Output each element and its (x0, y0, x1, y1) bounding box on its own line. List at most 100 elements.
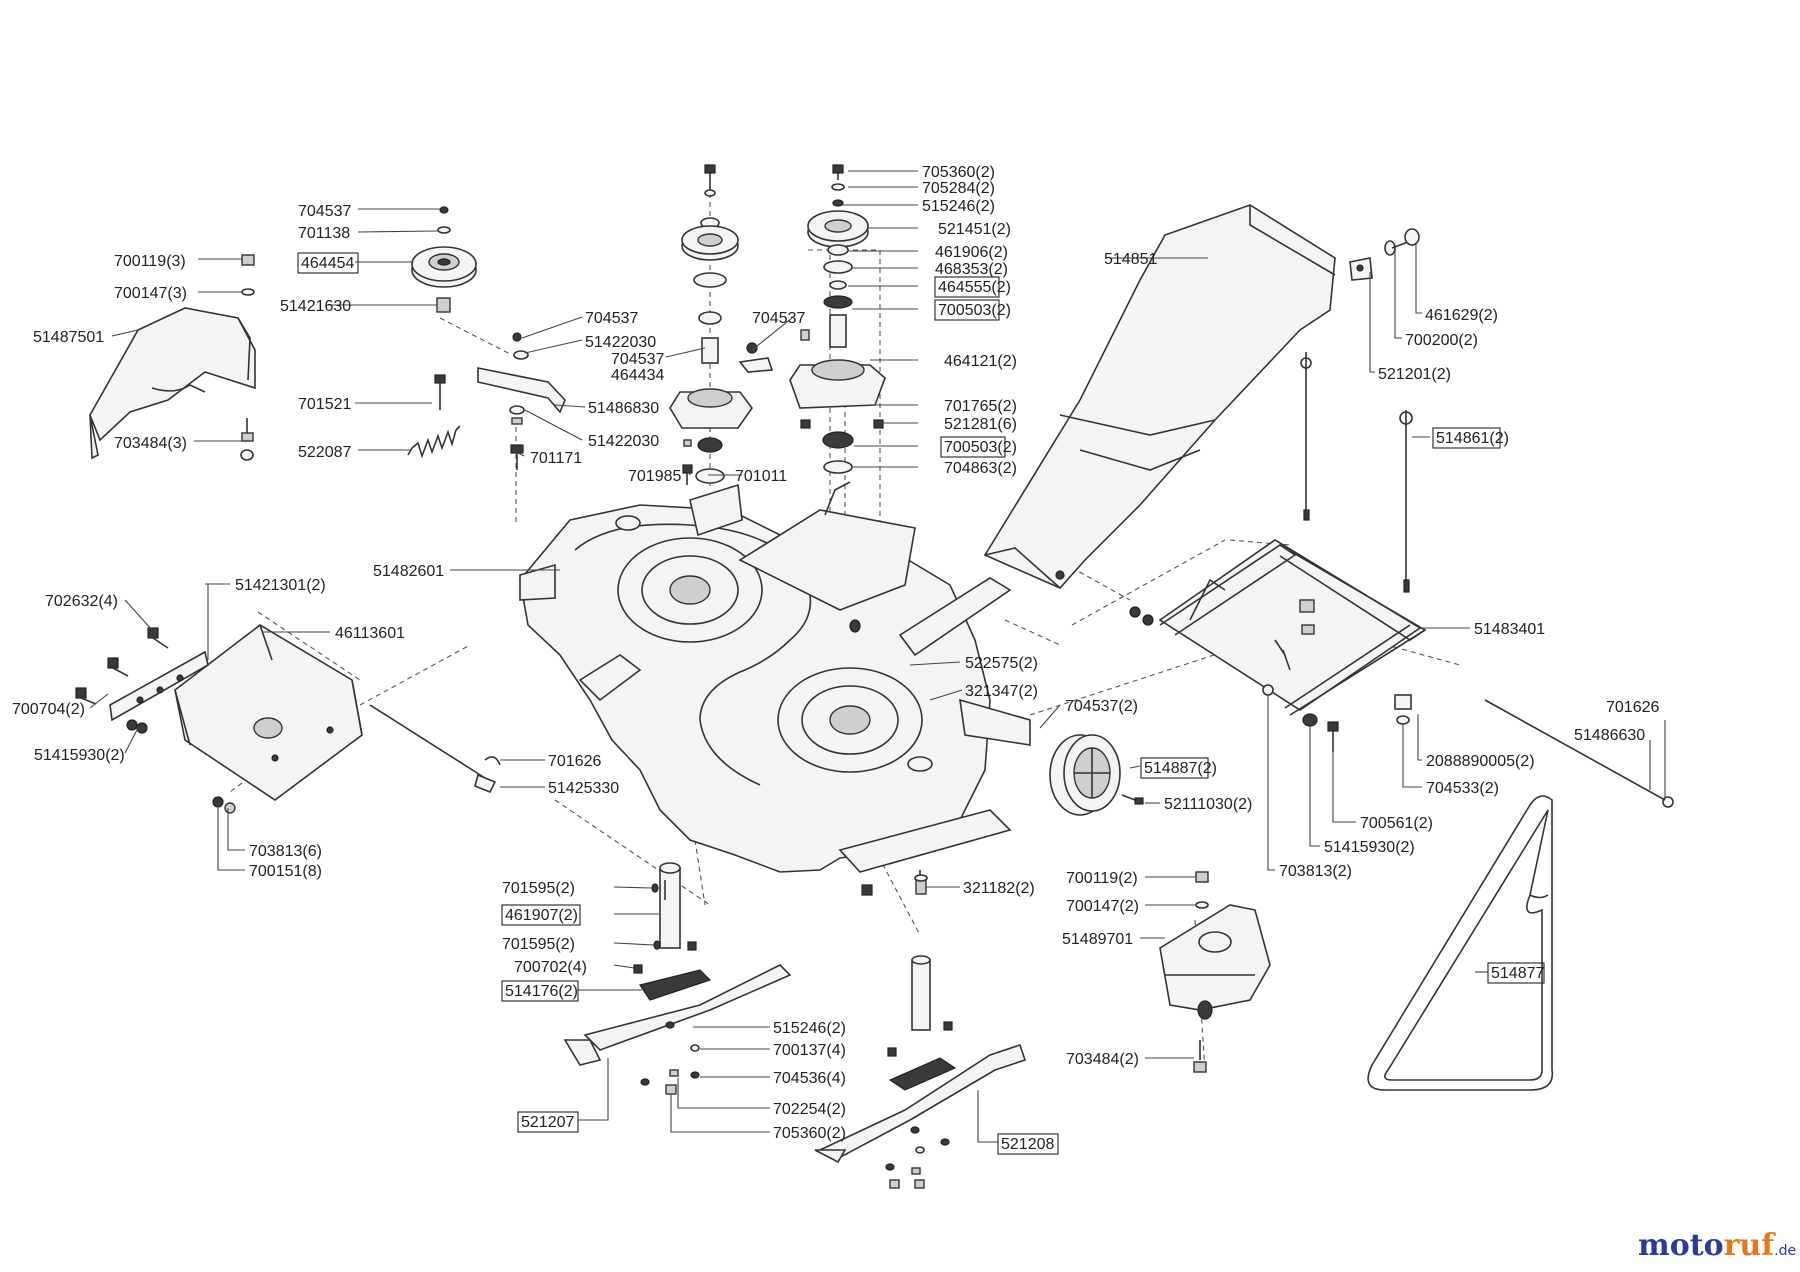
bracket-701011 (738, 342, 774, 373)
spindle-assembly-left (669, 164, 753, 485)
label-51482601: 51482601 (373, 563, 444, 580)
label-box-514887 (1140, 757, 1209, 779)
front-bracket-plate (75, 627, 209, 734)
label-321182-2: 321182(2) (963, 880, 1035, 897)
label-box-464454 (297, 252, 359, 274)
label-461907-2: 461907(2) (505, 907, 578, 924)
label-701595-2a: 701595(2) (502, 880, 575, 897)
label-700503-2b: 700503(2) (944, 439, 1017, 456)
label-51486830: 51486830 (588, 400, 659, 417)
label-705360-2a: 705360(2) (922, 164, 995, 181)
watermark-part-2: ruf (1724, 1228, 1777, 1263)
small-nuts-703813 (212, 796, 236, 814)
label-52111030-2: 52111030(2) (1164, 796, 1252, 813)
mower-deck (519, 481, 1031, 873)
label-464121-2: 464121(2) (944, 353, 1017, 370)
label-461629-2: 461629(2) (1425, 307, 1498, 324)
idler-arm (477, 332, 566, 470)
label-704537-d: 704537 (611, 351, 664, 368)
label-box-700503-a (934, 299, 1000, 321)
blade-assembly-left (563, 862, 792, 1095)
label-702632-4: 702632(4) (45, 593, 118, 610)
label-51415930-2b: 51415930(2) (1324, 839, 1415, 856)
label-700200-2: 700200(2) (1405, 332, 1478, 349)
label-701521: 701521 (298, 396, 351, 413)
part-labels: 704537 701138 464454 700119(3) 700147(3)… (12, 164, 1659, 1155)
label-521201-2: 521201(2) (1378, 366, 1451, 383)
label-700147-3: 700147(3) (114, 285, 187, 302)
label-51422030-a: 51422030 (585, 334, 656, 351)
idler-pulley (411, 206, 477, 313)
svg-text:motoruf.de: motoruf.de (1638, 1228, 1796, 1263)
label-521451-2: 521451(2) (938, 221, 1011, 238)
blade-assembly-right (814, 870, 1027, 1189)
front-bracket (174, 624, 363, 801)
label-514877: 514877 (1491, 965, 1544, 982)
label-521208: 521208 (1001, 1136, 1054, 1153)
label-box-514861 (1432, 427, 1501, 449)
label-701011: 701011 (735, 468, 787, 485)
label-705360-2b: 705360(2) (773, 1125, 846, 1142)
label-703484-2: 703484(2) (1066, 1051, 1139, 1068)
label-700503-2a: 700503(2) (938, 302, 1011, 319)
label-515246-2a: 515246(2) (922, 198, 995, 215)
label-514861-2: 514861(2) (1436, 430, 1509, 447)
label-51421301-2: 51421301(2) (235, 577, 326, 594)
label-701595-2b: 701595(2) (502, 936, 575, 953)
label-704536-4: 704536(4) (773, 1070, 846, 1087)
label-515246-2b: 515246(2) (773, 1020, 846, 1037)
label-522087: 522087 (298, 444, 351, 461)
label-703813-2: 703813(2) (1279, 863, 1352, 880)
label-521207: 521207 (521, 1114, 574, 1131)
label-522575-2: 522575(2) (965, 655, 1038, 672)
label-700151-8: 700151(8) (249, 863, 322, 880)
label-464434: 464434 (611, 367, 664, 384)
belt-cover-right (1159, 871, 1271, 1073)
label-700119-3: 700119(3) (114, 253, 186, 270)
right-hardware (1262, 684, 1674, 808)
front-rod (369, 704, 501, 794)
label-704863-2: 704863(2) (944, 460, 1017, 477)
tension-spring (407, 425, 461, 459)
watermark-part-1: moto (1638, 1228, 1724, 1263)
label-704537-b: 704537 (585, 310, 638, 327)
label-461906-2: 461906(2) (935, 244, 1008, 261)
gauge-wheel (1049, 734, 1144, 816)
label-464454: 464454 (301, 255, 354, 272)
motoruf-watermark: motoruf.de (1638, 1228, 1796, 1263)
label-321347-2: 321347(2) (965, 683, 1038, 700)
bolt-701521 (434, 374, 446, 410)
label-51489701: 51489701 (1062, 931, 1133, 948)
label-51415930-2a: 51415930(2) (34, 747, 125, 764)
label-514851: 514851 (1104, 251, 1157, 268)
label-701985: 701985 (628, 468, 681, 485)
label-box-464555 (934, 276, 1000, 298)
label-46113601: 46113601 (335, 625, 405, 642)
label-700561-2: 700561(2) (1360, 815, 1433, 832)
label-51422030-b: 51422030 (588, 433, 659, 450)
label-51421630: 51421630 (280, 298, 351, 315)
label-464555-2: 464555(2) (938, 279, 1011, 296)
label-2088890005-2: 2088890005(2) (1426, 753, 1535, 770)
belt-cover-left (89, 307, 256, 460)
label-51487501: 51487501 (33, 329, 104, 346)
label-box-521207 (517, 1111, 579, 1133)
grease-fitting (914, 874, 928, 895)
label-box-700503-b (940, 436, 1006, 458)
label-701626-a: 701626 (548, 753, 601, 770)
label-700702-4: 700702(4) (514, 959, 587, 976)
label-704537: 704537 (298, 203, 351, 220)
leader-lines (89, 170, 1666, 1143)
chute-hinge (1349, 228, 1420, 281)
label-705284-2: 705284(2) (922, 180, 995, 197)
label-box-461907 (501, 904, 581, 926)
label-701138: 701138 (298, 225, 350, 242)
label-box-514176 (501, 980, 579, 1002)
hanger-frame (1129, 539, 1427, 716)
label-703813-6: 703813(6) (249, 843, 322, 860)
label-514887-2: 514887(2) (1144, 760, 1217, 777)
lynch-pins (1300, 352, 1413, 593)
label-51483401: 51483401 (1474, 621, 1545, 638)
label-box-521208 (997, 1133, 1059, 1155)
